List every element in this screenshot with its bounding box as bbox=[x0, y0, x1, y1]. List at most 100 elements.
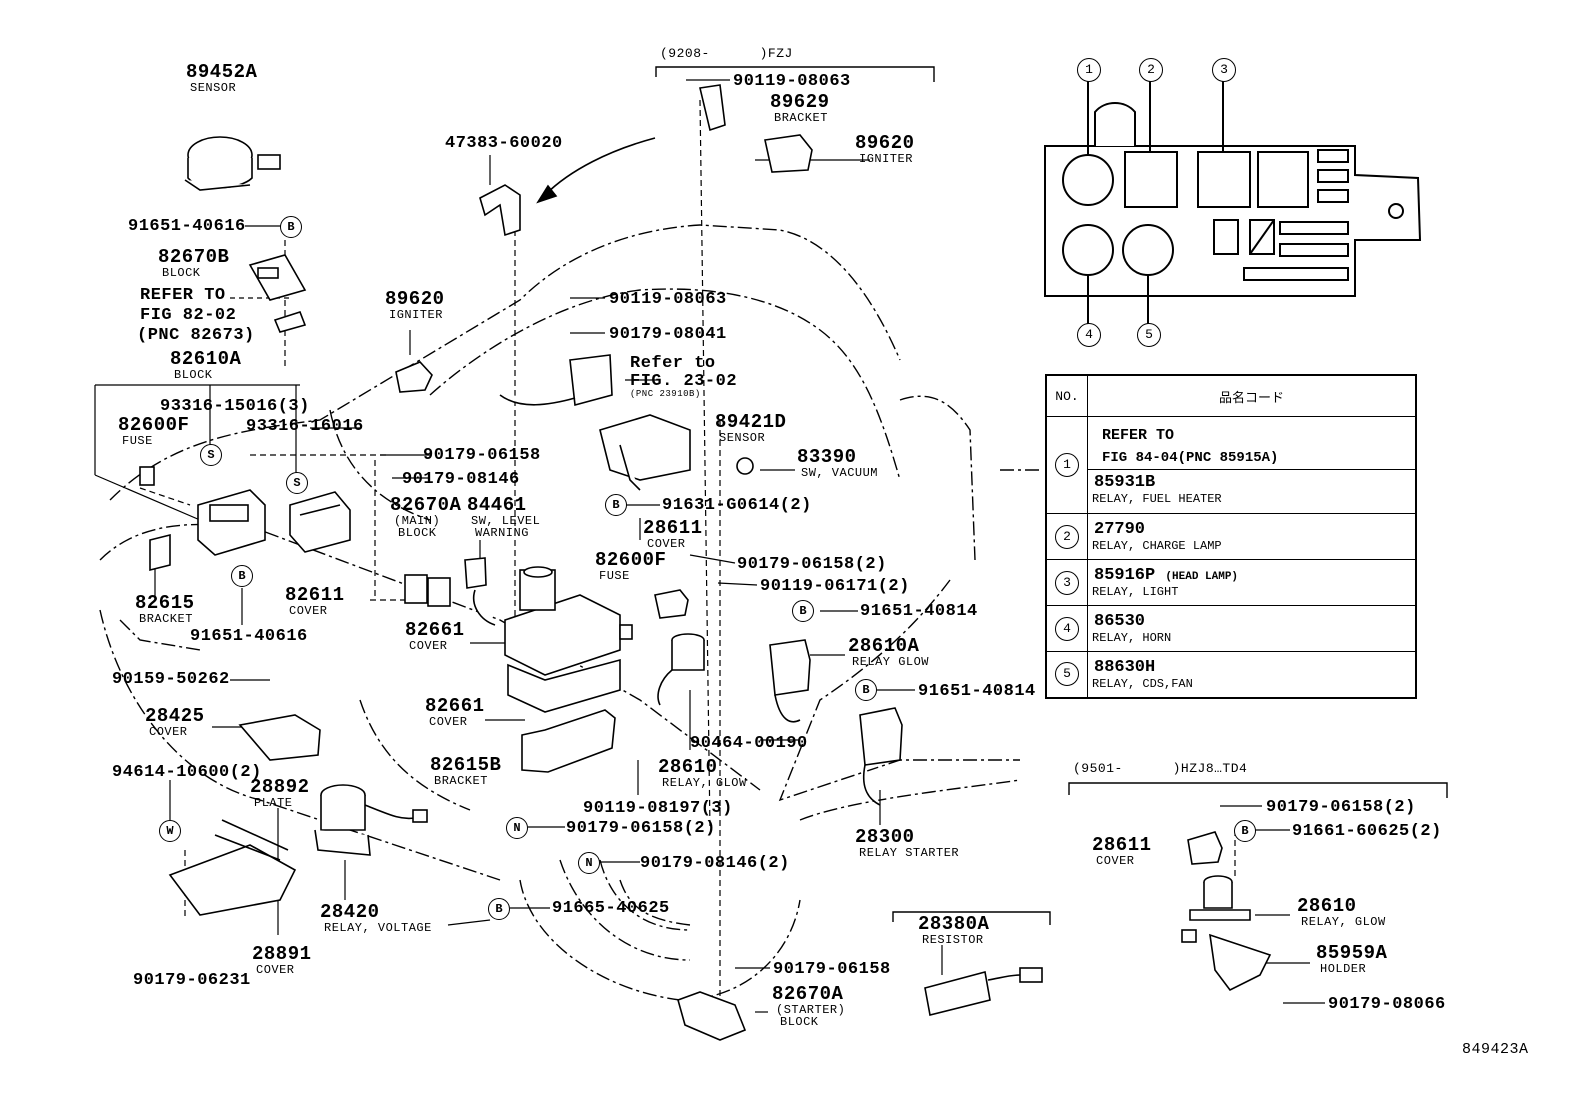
part-number: 90119-08063 bbox=[733, 72, 851, 91]
part-name: RESISTOR bbox=[922, 933, 984, 947]
callout-p90179-08041: 90179-08041 bbox=[609, 326, 727, 343]
part-number: Refer to bbox=[630, 354, 716, 373]
fzj-range-label: (9208- )FZJ bbox=[660, 46, 793, 61]
legend-row: 85916P (HEAD LAMP) RELAY, LIGHT bbox=[1087, 559, 1417, 606]
part-name: COVER bbox=[647, 537, 686, 551]
callout-p93316-16016: 93316-16016 bbox=[246, 418, 364, 435]
bubble-marker: N bbox=[578, 852, 600, 874]
direction-arrow bbox=[536, 137, 656, 204]
part-number: 82670A bbox=[772, 983, 844, 1005]
part-number: 28420 bbox=[320, 901, 380, 923]
relay-legend-table: NO. 品名コード 1 REFER TO FIG 84-04(PNC 85915… bbox=[1045, 374, 1417, 699]
callout-refto1: Refer to bbox=[630, 355, 716, 372]
legend-row-number: 5 bbox=[1045, 651, 1088, 698]
part-number: 90179-08041 bbox=[609, 325, 727, 344]
part-number: 28892 bbox=[250, 776, 310, 798]
part-number: 82610A bbox=[170, 348, 242, 370]
part-name: BRACKET bbox=[139, 612, 193, 626]
part-name: COVER bbox=[429, 715, 468, 729]
legend-part-number: 85931B bbox=[1094, 472, 1156, 492]
part-name: FUSE bbox=[599, 569, 630, 583]
part-number: 90179-06158(2) bbox=[1266, 798, 1416, 817]
part-number: 90179-06158(2) bbox=[566, 819, 716, 838]
part-number: FIG. 23-02 bbox=[630, 372, 738, 391]
legend-row: REFER TO FIG 84-04(PNC 85915A) 85931B RE… bbox=[1087, 416, 1417, 514]
part-number: 82661 bbox=[425, 695, 485, 717]
part-number: 93316-16016 bbox=[246, 417, 364, 436]
legend-part-number: 86530 bbox=[1094, 612, 1146, 631]
relay-position-4: 4 bbox=[1077, 323, 1101, 347]
relay-position-1: 1 bbox=[1077, 58, 1101, 82]
legend-part-number: 88630H bbox=[1094, 657, 1156, 677]
callout-p90179-06158-2c: 90179-06158(2) bbox=[1266, 799, 1416, 816]
part-number: 90179-06158 bbox=[773, 960, 891, 979]
part-name: COVER bbox=[1096, 854, 1135, 868]
legend-header-code: 品名コード bbox=[1087, 374, 1417, 417]
part-name: IGNITER bbox=[859, 152, 913, 166]
part-number: 90179-08146(2) bbox=[640, 854, 790, 873]
part-name: SENSOR bbox=[190, 81, 237, 95]
part-number: 28610 bbox=[1297, 895, 1357, 917]
relay-box-drawing bbox=[1044, 80, 1422, 325]
callout-refto3: (PNC 23910B) bbox=[630, 390, 701, 399]
part-name: (STARTER) bbox=[776, 1003, 846, 1017]
part-number: (PNC 82673) bbox=[137, 326, 255, 345]
part-number: 89620 bbox=[855, 132, 915, 154]
callout-refer2: FIG 82-02 bbox=[140, 307, 236, 324]
part-name: RELAY GLOW bbox=[852, 655, 930, 669]
part-name-line2: WARNING bbox=[475, 526, 529, 540]
part-name: COVER bbox=[289, 604, 328, 618]
callout-p91661: 91661-60625(2) bbox=[1292, 823, 1442, 840]
relay-position-5: 5 bbox=[1137, 323, 1161, 347]
part-name: BRACKET bbox=[434, 774, 488, 788]
part-number: 90179-06231 bbox=[133, 971, 251, 990]
callout-p91651-40814a: 91651-40814 bbox=[860, 603, 978, 620]
part-number: 93316-15016(3) bbox=[160, 397, 310, 416]
part-number: REFER TO bbox=[140, 286, 226, 305]
legend-part-number: 27790 bbox=[1094, 520, 1146, 539]
part-number: 91665-40625 bbox=[552, 899, 670, 918]
part-name: FUSE bbox=[122, 434, 153, 448]
part-number: 91651-40616 bbox=[128, 217, 246, 236]
callout-p90179-06158-2b: 90179-06158(2) bbox=[566, 820, 716, 837]
callout-p91665-40625: 91665-40625 bbox=[552, 900, 670, 917]
part-name: PLATE bbox=[254, 796, 293, 810]
legend-part-name: RELAY, LIGHT bbox=[1092, 585, 1179, 599]
legend-part-name: RELAY, HORN bbox=[1092, 631, 1172, 645]
part-number: 28380A bbox=[918, 913, 990, 935]
callout-refto2: FIG. 23-02 bbox=[630, 373, 737, 390]
callout-p90179-08066: 90179-08066 bbox=[1328, 996, 1446, 1013]
part-number: 28610 bbox=[658, 756, 718, 778]
part-number: 89629 bbox=[770, 91, 830, 113]
part-number: FIG 82-02 bbox=[140, 306, 237, 325]
callout-p47383: 47383-60020 bbox=[445, 135, 563, 152]
part-name: SENSOR bbox=[719, 431, 766, 445]
part-number: 82600F bbox=[118, 414, 190, 436]
part-number: (PNC 23910B) bbox=[630, 389, 701, 399]
part-number: 28611 bbox=[643, 517, 703, 539]
part-number: 84461 bbox=[467, 494, 527, 516]
part-number: 849423A bbox=[1462, 1041, 1529, 1058]
bubble-marker: B bbox=[280, 216, 302, 238]
part-name: RELAY, GLOW bbox=[1301, 915, 1386, 929]
legend-row-number: 1 bbox=[1045, 416, 1088, 514]
part-name: (MAIN) bbox=[394, 514, 441, 528]
relay-position-3: 3 bbox=[1212, 58, 1236, 82]
callout-p90119-06171: 90119-06171(2) bbox=[760, 578, 910, 595]
